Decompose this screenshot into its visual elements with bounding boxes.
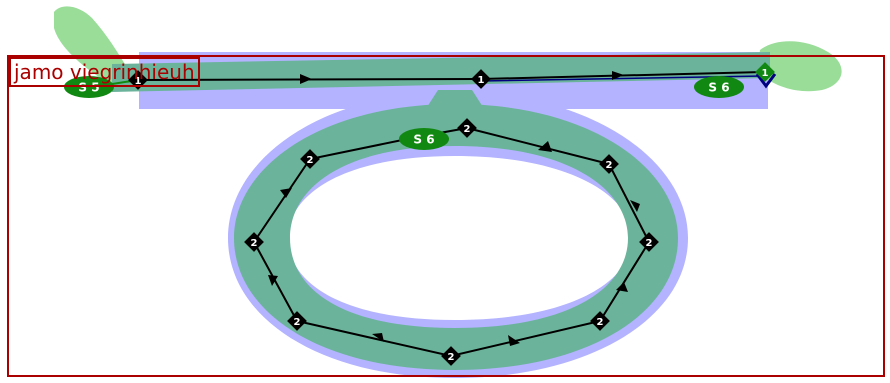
node-label: 2	[606, 160, 613, 171]
station-label: S 6	[413, 133, 434, 147]
station-s6-loop[interactable]: S 6	[399, 128, 449, 150]
edge-arrow	[630, 200, 640, 212]
terminus-marker	[755, 73, 777, 89]
edge-loop	[252, 127, 651, 358]
station-s5[interactable]: S 5	[64, 76, 114, 98]
node-label: 2	[597, 317, 604, 328]
diagram-title: jamo viegrinhieuh	[9, 57, 200, 87]
edge-arrow	[268, 275, 278, 286]
node-2-top[interactable]: 2	[457, 118, 477, 138]
station-label: S 5	[78, 81, 99, 95]
station-s6-right[interactable]: S 6	[694, 76, 744, 98]
node-1-middle[interactable]: 1	[471, 69, 491, 89]
arrow-group-line-1	[300, 71, 624, 84]
edge-n1b-n1c	[480, 71, 766, 80]
edge-arrow	[616, 282, 628, 292]
diagram-frame	[7, 55, 885, 377]
node-label: 1	[478, 75, 485, 86]
edge-arrow	[280, 188, 292, 198]
edge-arrow	[612, 71, 624, 80]
arrow-group-line-2	[268, 141, 640, 346]
region-green-blob-right	[758, 41, 842, 92]
node-2-bottom[interactable]: 2	[441, 346, 461, 366]
node-label: 2	[307, 155, 314, 166]
node-label: 1	[762, 68, 769, 79]
node-2-lower-left[interactable]: 2	[287, 311, 307, 331]
node-label: 1	[135, 76, 142, 87]
region-green-stem	[420, 90, 490, 118]
edge-arrow	[300, 74, 312, 84]
edge-arrow	[538, 141, 552, 152]
node-label: 2	[251, 238, 258, 249]
node-label: 2	[646, 238, 653, 249]
station-label: S 6	[708, 81, 729, 95]
node-label: 2	[448, 352, 455, 363]
node-label: 2	[294, 317, 301, 328]
edge-arrow	[372, 333, 384, 342]
region-overlap-band	[112, 52, 770, 92]
edge-arrow	[508, 335, 520, 346]
node-2-upper-left[interactable]: 2	[300, 149, 320, 169]
node-label: 2	[464, 124, 471, 135]
edge-group-line-2	[252, 127, 651, 358]
